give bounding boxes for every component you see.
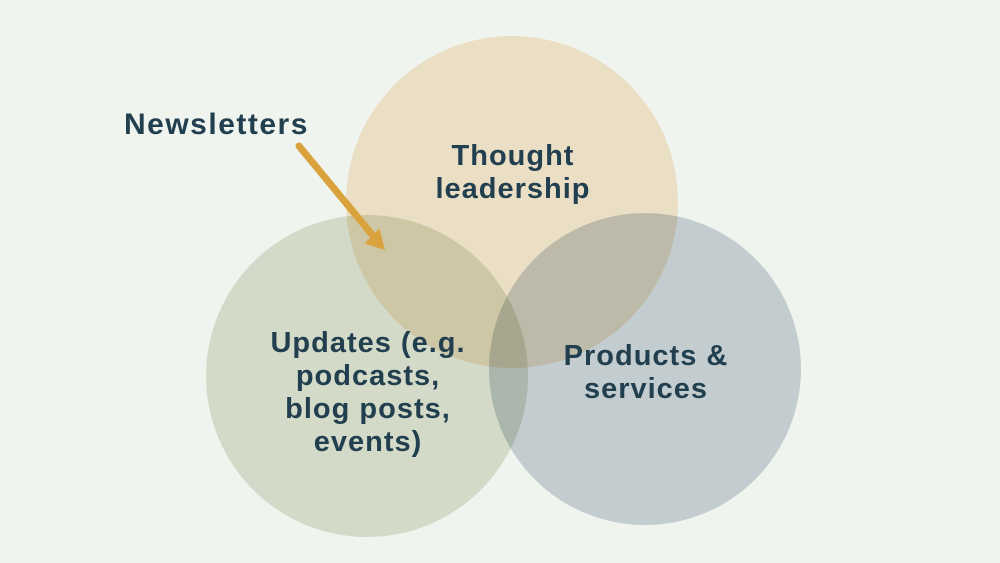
circle-updates xyxy=(206,215,528,537)
products-services-label-line2: services xyxy=(583,373,709,405)
products-services-label-line1: Products & xyxy=(563,340,729,372)
thought-leadership-label-line1: Thought xyxy=(451,140,575,172)
thought-leadership-label-line2: leadership xyxy=(435,173,591,205)
newsletters-arrow-shaft xyxy=(295,142,378,241)
thought-leadership-label: Thought leadership xyxy=(435,140,590,206)
circle-products-services xyxy=(489,213,801,525)
updates-label-line4: events) xyxy=(313,426,423,458)
updates-label: Updates (e.g. podcasts, blog posts, even… xyxy=(270,327,465,459)
newsletters-arrow-head xyxy=(364,228,385,250)
products-services-label: Products & services xyxy=(564,340,729,406)
updates-label-line2: podcasts, xyxy=(295,360,441,392)
newsletters-label: Newsletters xyxy=(124,108,309,141)
updates-label-line1: Updates (e.g. xyxy=(270,327,466,359)
updates-label-line3: blog posts, xyxy=(285,393,451,425)
newsletters-arrow xyxy=(295,142,385,250)
